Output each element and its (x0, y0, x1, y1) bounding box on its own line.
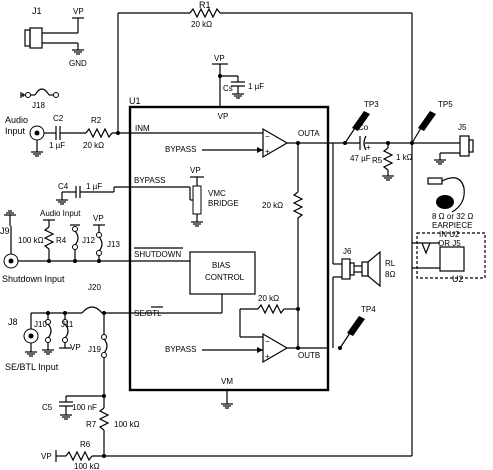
bypass-a-label: BYPASS (165, 145, 196, 154)
pin-shutdown-label: SHUTDOWN (134, 250, 181, 259)
audio-input-label-2: Input (5, 126, 26, 136)
r5-label: R5 (372, 156, 383, 165)
co-label: Co (358, 123, 369, 132)
r1-label: R1 (199, 0, 211, 10)
svg-text:+: + (265, 352, 270, 361)
vmc-label: VMC (208, 189, 226, 198)
opamp-b (262, 332, 289, 364)
j1-gnd-label: GND (69, 59, 87, 68)
c5-value: 100 nF (72, 403, 97, 412)
tp4-probe[interactable] (347, 316, 365, 336)
c5-label: C5 (42, 403, 53, 412)
j11-label: J11 (61, 320, 74, 329)
audio-input-label-1: Audio (5, 115, 28, 125)
r2-value: 20 kΩ (83, 141, 104, 150)
tp5-label: TP5 (438, 100, 453, 109)
co-value: 47 µF (350, 154, 371, 163)
r6-value: 100 kΩ (74, 462, 100, 470)
r6-vp-label: VP (41, 452, 52, 461)
c4-label: C4 (58, 182, 69, 191)
tp3-probe[interactable] (352, 111, 370, 131)
pin-inm-label: INM (135, 124, 150, 133)
control-label: CONTROL (205, 273, 245, 282)
shutdown-input-label: Shutdown Input (2, 274, 65, 284)
svg-text:−: − (265, 132, 270, 141)
j6-connector (341, 258, 351, 280)
pin-bypass-label: BYPASS (134, 176, 165, 185)
vp-top-label: VP (214, 54, 225, 63)
vmc-bridge-resistor (192, 185, 202, 215)
pin-vm-label: VM (221, 377, 233, 386)
audio-input-small-label: Audio Input (40, 209, 81, 218)
pin-outb-label: OUTB (298, 351, 320, 360)
c2-label: C2 (53, 114, 64, 123)
r6-label: R6 (80, 440, 91, 449)
j1-connector (29, 27, 43, 49)
ic-u1-body (128, 105, 330, 392)
r7-label: R7 (86, 420, 97, 429)
earpiece-icon (427, 177, 465, 213)
j12-vp-label: VP (93, 214, 104, 223)
earpiece-line-3: IN U2 (439, 230, 460, 239)
j10-label: J10 (34, 320, 47, 329)
cs-value: 1 µF (248, 82, 264, 91)
j9-label: J9 (0, 226, 10, 236)
bridge-label: BRIDGE (208, 199, 239, 208)
pin-outa-label: OUTA (298, 129, 320, 138)
tp3-label: TP3 (364, 100, 379, 109)
r5-value: 1 kΩ (396, 153, 413, 162)
se-btl-input-label: SE/BTL Input (5, 362, 59, 372)
j6-label: J6 (343, 247, 352, 256)
svg-text:−: − (265, 337, 270, 346)
rl-label: RL (385, 259, 396, 268)
cs-label: Cs (223, 84, 233, 93)
u2-label: U2 (452, 274, 464, 284)
opamp-a (262, 127, 289, 159)
u2-socket (416, 232, 486, 279)
r7-value: 100 kΩ (114, 420, 140, 429)
internal-res-2-value: 20 kΩ (258, 294, 279, 303)
j11-vp-label: VP (70, 343, 81, 352)
internal-res-1-value: 20 kΩ (262, 201, 283, 210)
earpiece-line-1: 8 Ω or 32 Ω (432, 212, 473, 221)
tp5-probe[interactable] (418, 111, 436, 131)
j8-label: J8 (8, 317, 18, 327)
vmc-vp-label: VP (190, 166, 201, 175)
j19-label: J19 (88, 345, 101, 354)
j13-label: J13 (107, 240, 120, 249)
bypass-b-label: BYPASS (165, 345, 196, 354)
j20-label: J20 (88, 283, 101, 292)
c2-value: 1 µF (49, 141, 65, 150)
j18-label: J18 (32, 101, 45, 110)
speaker-rl-icon (367, 250, 381, 288)
ic-u1-label: U1 (129, 96, 141, 106)
j1-vp-label: VP (73, 7, 84, 16)
j12-label: J12 (82, 236, 95, 245)
r4-value: 100 kΩ (18, 236, 44, 245)
svg-text:+: + (366, 143, 371, 152)
svg-text:+: + (265, 147, 270, 156)
r2-label: R2 (91, 116, 102, 125)
c4-value: 1 µF (86, 182, 102, 191)
j5-connector (459, 135, 470, 157)
bias-label: BIAS (212, 261, 230, 270)
j5-label: J5 (458, 123, 467, 132)
earpiece-line-4: OR J5 (438, 239, 461, 248)
pin-vp-label: VP (218, 112, 229, 121)
r1-value: 20 kΩ (191, 20, 212, 29)
r4-label: R4 (56, 236, 67, 245)
earpiece-line-2: EARPIECE (432, 221, 472, 230)
j1-label: J1 (32, 6, 42, 16)
tp4-label: TP4 (361, 305, 376, 314)
rl-value: 8Ω (385, 270, 395, 279)
